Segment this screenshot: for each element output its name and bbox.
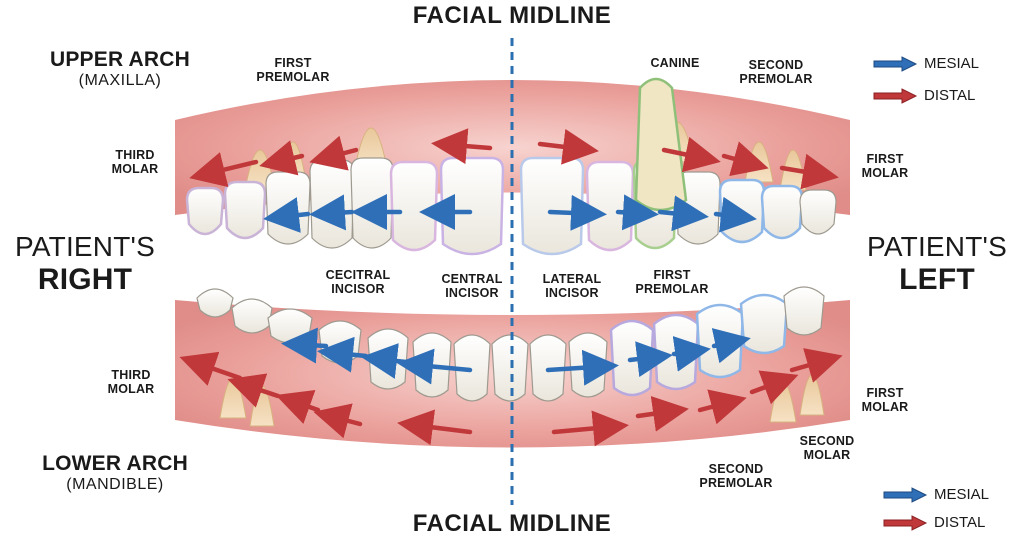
distal-arrow — [551, 410, 629, 447]
facial-midline-title-top: FACIAL MIDLINE — [412, 2, 612, 29]
lower-tooth — [739, 293, 789, 355]
label-lateral-incisor: LATERAL INCISOR — [542, 272, 602, 301]
lower-tooth — [267, 308, 313, 344]
lower-arch-subtitle: (MANDIBLE) — [66, 476, 164, 494]
label-upper-second-premolar: SECOND PREMOLAR — [739, 58, 813, 87]
lower-tooth — [453, 334, 491, 402]
distal-arrow — [749, 370, 799, 405]
patient-right-label: PATIENT'S RIGHT — [10, 231, 160, 296]
label-lower-third-molar: THIRD MOLAR — [107, 368, 155, 397]
distal-arrow — [661, 136, 721, 173]
legend-bottom-mesial: MESIAL — [882, 486, 989, 503]
label-lower-second-molar: SECOND MOLAR — [799, 434, 855, 463]
direction-arrows — [179, 128, 843, 447]
upper-tooth — [265, 171, 311, 245]
upper-tooth — [585, 160, 635, 252]
mesial-arrow — [545, 349, 619, 386]
legend-bottom-distal-label: DISTAL — [934, 514, 986, 531]
distal-arrow — [309, 135, 359, 171]
legend-top-distal: DISTAL — [872, 87, 975, 104]
upper-tooth — [718, 178, 766, 244]
mesial-arrow — [263, 197, 311, 233]
blue-arrow-icon — [873, 55, 918, 72]
patient-right-line2: RIGHT — [37, 262, 133, 296]
mesial-arrow — [615, 194, 659, 231]
legend-top-distal-label: DISTAL — [924, 87, 976, 104]
upper-tooth — [389, 160, 439, 252]
upper-arch-subtitle: (MAXILLA) — [78, 72, 162, 90]
red-arrow-icon — [873, 87, 918, 104]
mesial-arrow — [671, 335, 711, 372]
lower-tooth — [491, 334, 529, 402]
distal-arrow — [635, 395, 689, 432]
label-central-incisor: CENTRAL INCISOR — [441, 272, 503, 301]
label-mid-first-premolar: FIRST PREMOLAR — [635, 268, 709, 297]
distal-arrow — [275, 390, 321, 424]
upper-tooth — [799, 189, 837, 235]
distal-arrow — [189, 152, 259, 188]
label-upper-third-molar: THIRD MOLAR — [111, 148, 159, 177]
legend-bottom-mesial-label: MESIAL — [934, 486, 990, 503]
upper-tooth — [185, 186, 225, 236]
mesial-arrow — [317, 336, 369, 373]
distal-arrow — [537, 128, 599, 165]
facial-midline-title-bottom: FACIAL MIDLINE — [412, 510, 612, 537]
label-upper-canine: CANINE — [650, 56, 700, 70]
legend-top-mesial: MESIAL — [872, 55, 979, 72]
distal-arrow — [313, 403, 363, 439]
upper-tooth — [350, 157, 394, 249]
mesial-arrow — [711, 328, 751, 364]
mesial-arrow — [309, 194, 355, 231]
blue-arrow-icon — [883, 486, 928, 503]
mesial-arrow — [713, 196, 757, 233]
patient-left-label: PATIENT'S LEFT — [862, 231, 1012, 296]
lower-arch-label: LOWER ARCH (MANDIBLE) — [25, 452, 205, 495]
distal-arrow — [431, 128, 493, 165]
distal-arrow — [259, 140, 305, 176]
red-arrow-icon — [883, 514, 928, 531]
upper-arch-title: UPPER ARCH — [49, 48, 191, 71]
label-cecitral-incisor: CECITRAL INCISOR — [325, 268, 391, 297]
upper-tooth — [223, 180, 267, 240]
mesial-arrow — [281, 327, 329, 364]
lower-tooth — [231, 298, 273, 334]
legend-bottom-distal: DISTAL — [882, 514, 985, 531]
patient-right-line1: PATIENT'S — [15, 231, 155, 262]
label-lower-first-molar: FIRST MOLAR — [861, 386, 909, 415]
label-lower-second-premolar: SECOND PREMOLAR — [699, 462, 773, 491]
distal-arrow — [697, 389, 747, 425]
mesial-arrow — [547, 194, 607, 231]
legend-top-mesial-label: MESIAL — [924, 55, 980, 72]
patient-left-line1: PATIENT'S — [867, 231, 1007, 262]
upper-tooth — [760, 184, 804, 240]
mesial-arrow — [657, 195, 709, 232]
lower-arch-title: LOWER ARCH — [42, 452, 188, 475]
distal-arrow — [227, 373, 281, 408]
lower-tooth — [196, 288, 234, 318]
distal-arrow — [789, 348, 843, 383]
distal-arrow — [779, 153, 839, 190]
label-upper-first-premolar: FIRST PREMOLAR — [256, 56, 330, 85]
lower-tooth — [783, 286, 825, 336]
distal-arrow — [721, 141, 769, 177]
patient-left-line2: LEFT — [899, 262, 975, 296]
upper-tooth — [309, 159, 355, 249]
mesial-arrow — [397, 348, 473, 385]
mesial-arrow — [627, 341, 673, 378]
upper-tooth — [439, 156, 505, 256]
upper-arch-label: UPPER ARCH (MAXILLA) — [40, 48, 200, 91]
label-upper-first-molar: FIRST MOLAR — [861, 152, 909, 181]
distal-arrow — [397, 409, 473, 446]
upper-tooth — [519, 156, 585, 256]
